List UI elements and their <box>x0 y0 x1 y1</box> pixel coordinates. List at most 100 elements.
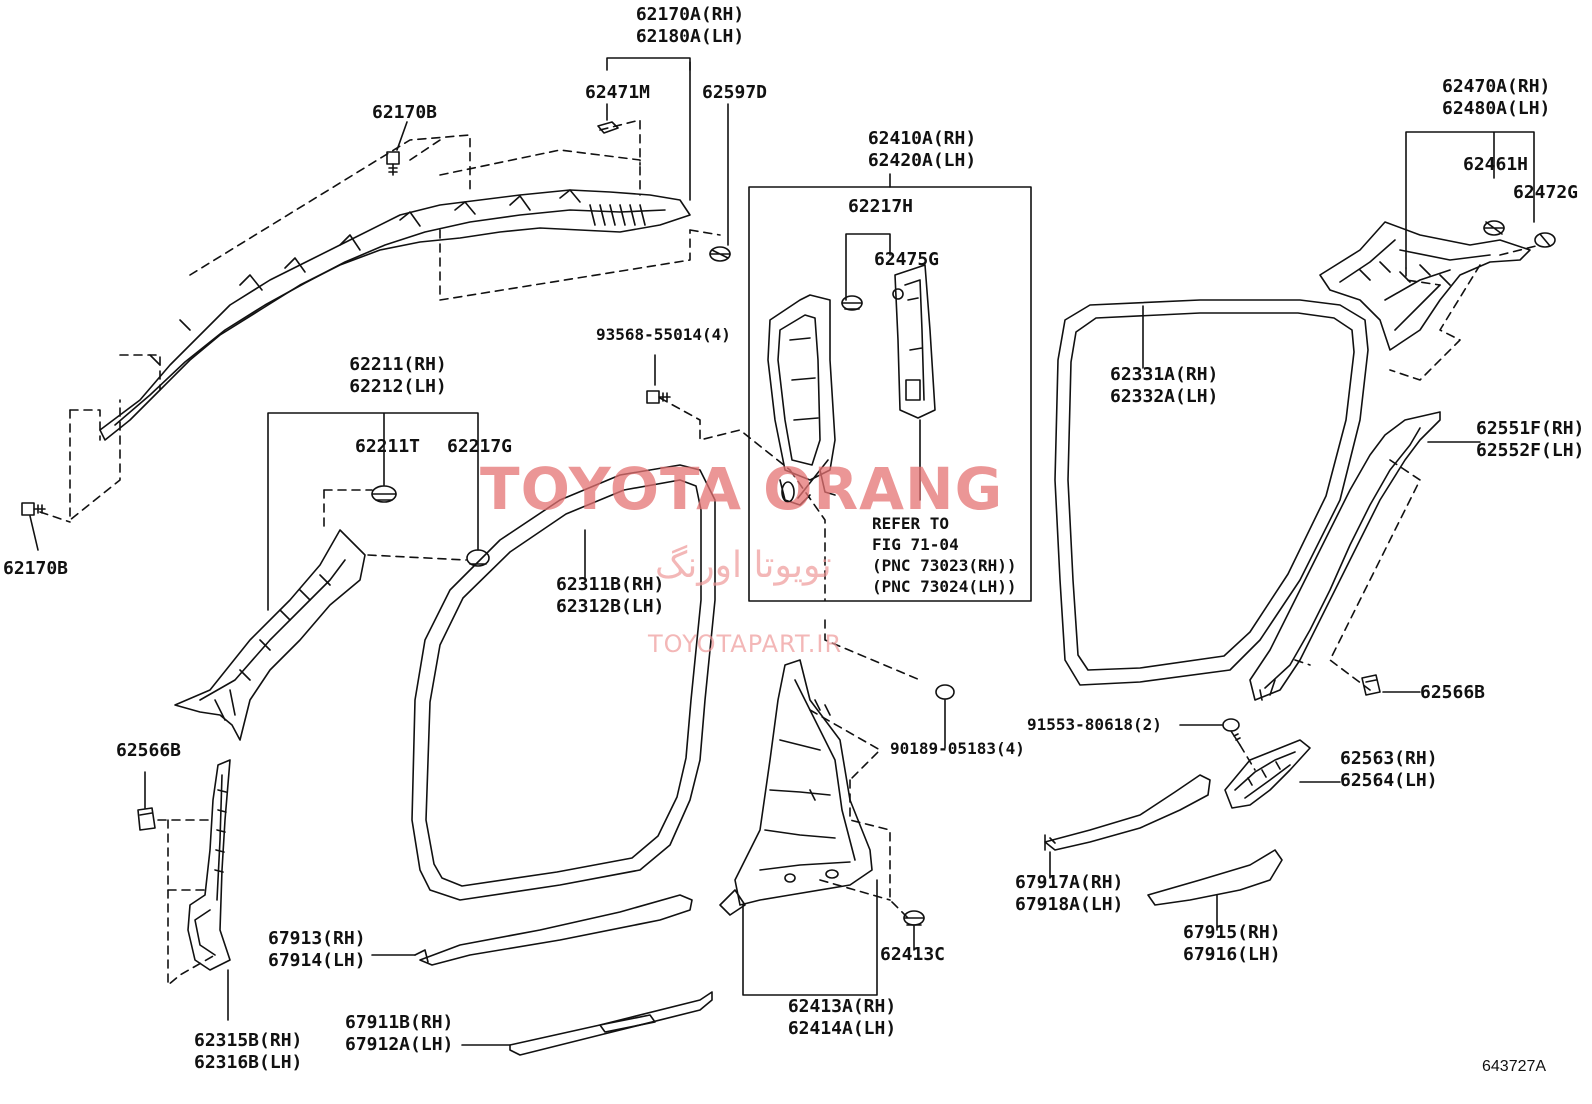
part-number-67918A: 67918A(LH) <box>1015 894 1124 915</box>
part-number-62212: 62212(LH) <box>349 376 447 397</box>
leader-62470A <box>1405 131 1535 269</box>
front-door-weatherstrip-part <box>411 464 716 901</box>
refer-line-2: FIG 71-04 <box>872 535 959 554</box>
part-number-93568: 93568-55014(4) <box>596 325 731 344</box>
part-number-62413A: 62413A(RH) <box>787 996 897 1017</box>
refer-note: REFER TO FIG 71-04 (PNC 73023(RH)) (PNC … <box>872 513 1017 597</box>
part-number-62566B-left: 62566B <box>116 740 182 761</box>
leader-62217H <box>845 233 891 301</box>
clip-90189-shape <box>935 684 955 700</box>
part-number-62566B-right: 62566B <box>1420 682 1486 703</box>
part-number-62316B: 62316B(LH) <box>194 1052 303 1073</box>
part-number-62414A: 62414A(LH) <box>787 1018 897 1039</box>
front-pillar-garnish-part <box>174 529 366 741</box>
part-number-62480A: 62480A(LH) <box>1442 98 1551 119</box>
clip-62471M-shape <box>597 121 619 134</box>
scuff-plate-67915-part <box>1147 849 1283 906</box>
part-number-62471M: 62471M <box>585 82 651 103</box>
label-67917A-group: 67917A(RH) 67918A(LH) <box>1015 872 1123 916</box>
label-62311B-group: 62311B(RH) 62312B(LH) <box>556 574 664 618</box>
bracket-62563-part <box>1224 739 1311 809</box>
scuff-plate-67913-part <box>414 894 693 966</box>
clip-62566B-left-shape <box>137 807 156 831</box>
label-67915-group: 67915(RH) 67916(LH) <box>1183 922 1281 966</box>
part-number-62180A: 62180A(LH) <box>635 26 745 47</box>
clip-62461H-shape <box>1483 220 1505 236</box>
part-number-67916: 67916(LH) <box>1183 944 1281 965</box>
rear-pillar-dash-lines <box>1294 459 1421 691</box>
part-number-62563: 62563(RH) <box>1340 748 1438 769</box>
part-number-62552F: 62552F(LH) <box>1476 440 1585 461</box>
figure-code: 643727A <box>1482 1058 1547 1075</box>
part-number-62475G: 62475G <box>874 249 940 270</box>
seatbelt-cover-part <box>894 264 936 419</box>
label-62470A-group: 62470A(RH) 62480A(LH) <box>1442 76 1550 120</box>
part-number-62597D: 62597D <box>702 82 768 103</box>
leader-62170B-top <box>396 121 408 151</box>
roof-garnish-dash-lines <box>39 119 721 523</box>
cowl-side-trim-part <box>187 759 231 971</box>
clip-62170B-left-shape <box>21 502 46 516</box>
label-62413A-group: 62413A(RH) 62414A(LH) <box>788 996 896 1040</box>
part-number-62470A: 62470A(RH) <box>1442 76 1551 97</box>
clip-62566B-right-shape <box>1361 674 1381 696</box>
label-62551F-group: 62551F(RH) 62552F(LH) <box>1476 418 1584 462</box>
part-number-67917A: 67917A(RH) <box>1015 872 1124 893</box>
center-pillar-lower-dash-lines <box>809 709 911 921</box>
refer-leader <box>797 419 921 501</box>
leader-62211 <box>267 412 479 611</box>
part-number-62217G: 62217G <box>447 436 513 457</box>
part-number-62211T: 62211T <box>355 436 421 457</box>
part-number-62332A: 62332A(LH) <box>1110 386 1219 407</box>
part-number-90189: 90189-05183(4) <box>890 739 1025 758</box>
label-62170A-group: 62170A(RH) 62180A(LH) <box>636 4 744 48</box>
clip-62413C-shape <box>903 910 925 926</box>
clip-62217G-shape <box>466 549 490 567</box>
clip-62211T-shape <box>371 485 397 503</box>
leader-62170B-left <box>29 515 39 551</box>
part-number-62551F: 62551F(RH) <box>1476 418 1585 439</box>
part-number-91553: 91553-80618(2) <box>1027 715 1162 734</box>
part-number-67915: 67915(RH) <box>1183 922 1281 943</box>
part-number-62564: 62564(LH) <box>1340 770 1438 791</box>
scuff-plate-67911B-part <box>509 991 713 1056</box>
part-number-62315B: 62315B(RH) <box>194 1030 303 1051</box>
part-number-62170A: 62170A(RH) <box>635 4 745 25</box>
clip-93568-shape <box>646 390 671 404</box>
part-number-62170B-top: 62170B <box>372 102 438 123</box>
cowl-dash-lines <box>157 819 216 986</box>
clip-62217H-shape <box>841 295 863 311</box>
front-pillar-dash-lines <box>323 489 467 561</box>
label-67913-group: 67913(RH) 67914(LH) <box>268 928 366 972</box>
center-pillar-lower-part <box>719 659 873 916</box>
part-number-62410A: 62410A(RH) <box>867 128 977 149</box>
part-number-67912A: 67912A(LH) <box>345 1034 454 1055</box>
part-number-62413C: 62413C <box>880 944 946 965</box>
part-number-62420A: 62420A(LH) <box>867 150 977 171</box>
screw-91553-shape <box>1222 718 1241 746</box>
quarter-trim-upper-part <box>1319 221 1531 351</box>
part-number-67913: 67913(RH) <box>268 928 366 949</box>
clip-62597D-shape <box>709 246 731 262</box>
part-number-67911B: 67911B(RH) <box>345 1012 454 1033</box>
label-62315B-group: 62315B(RH) 62316B(LH) <box>194 1030 302 1074</box>
part-number-62461H: 62461H <box>1463 154 1529 175</box>
roof-side-garnish-part <box>99 189 691 441</box>
center-pillar-upper-part <box>767 294 836 506</box>
label-62410A-group: 62410A(RH) 62420A(LH) <box>868 128 976 172</box>
part-number-62472G: 62472G <box>1513 182 1579 203</box>
leader-62413A <box>742 879 878 996</box>
clip-62475G-shape <box>892 288 904 300</box>
clip-62472G-shape <box>1534 232 1556 248</box>
rear-pillar-lower-part <box>1249 411 1441 701</box>
leader-62170A <box>606 57 691 201</box>
part-number-62311B: 62311B(RH) <box>556 574 665 595</box>
label-62563-group: 62563(RH) 62564(LH) <box>1340 748 1438 792</box>
part-number-62170B-left: 62170B <box>3 558 69 579</box>
rear-door-weatherstrip-part <box>1054 299 1369 686</box>
scuff-plate-67917A-part <box>1044 774 1211 851</box>
refer-line-3: (PNC 73023(RH)) <box>872 556 1017 575</box>
part-number-62331A: 62331A(RH) <box>1110 364 1219 385</box>
